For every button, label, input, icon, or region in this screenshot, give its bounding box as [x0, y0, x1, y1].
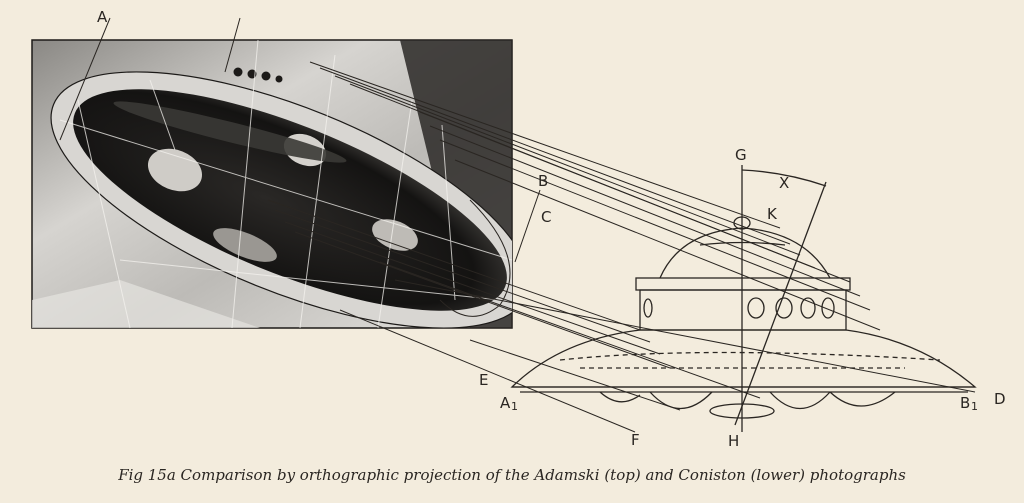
label-b: B: [538, 172, 548, 190]
diagram-labels: A B C D E F G H K X A 1 B 1: [97, 8, 1006, 450]
figure-caption: Fig 15a Comparison by orthographic proje…: [118, 466, 906, 484]
label-x: X: [779, 174, 789, 192]
coniston-saucer-drawing: [510, 165, 977, 432]
label-b1: B: [960, 394, 970, 412]
adamski-photograph: [31, 39, 513, 329]
label-k: K: [767, 205, 778, 223]
photo-grid-lines: [59, 39, 513, 329]
projection-lines: [59, 17, 976, 433]
label-b1-subscript: 1: [971, 400, 978, 413]
label-f: F: [631, 431, 640, 449]
label-g: G: [735, 146, 747, 164]
label-h: H: [728, 432, 739, 450]
label-a: A: [97, 8, 108, 26]
label-d: D: [994, 390, 1006, 408]
label-c: C: [541, 208, 551, 226]
label-e: E: [479, 371, 488, 389]
label-a1: A: [500, 394, 511, 412]
label-a1-subscript: 1: [511, 400, 518, 413]
